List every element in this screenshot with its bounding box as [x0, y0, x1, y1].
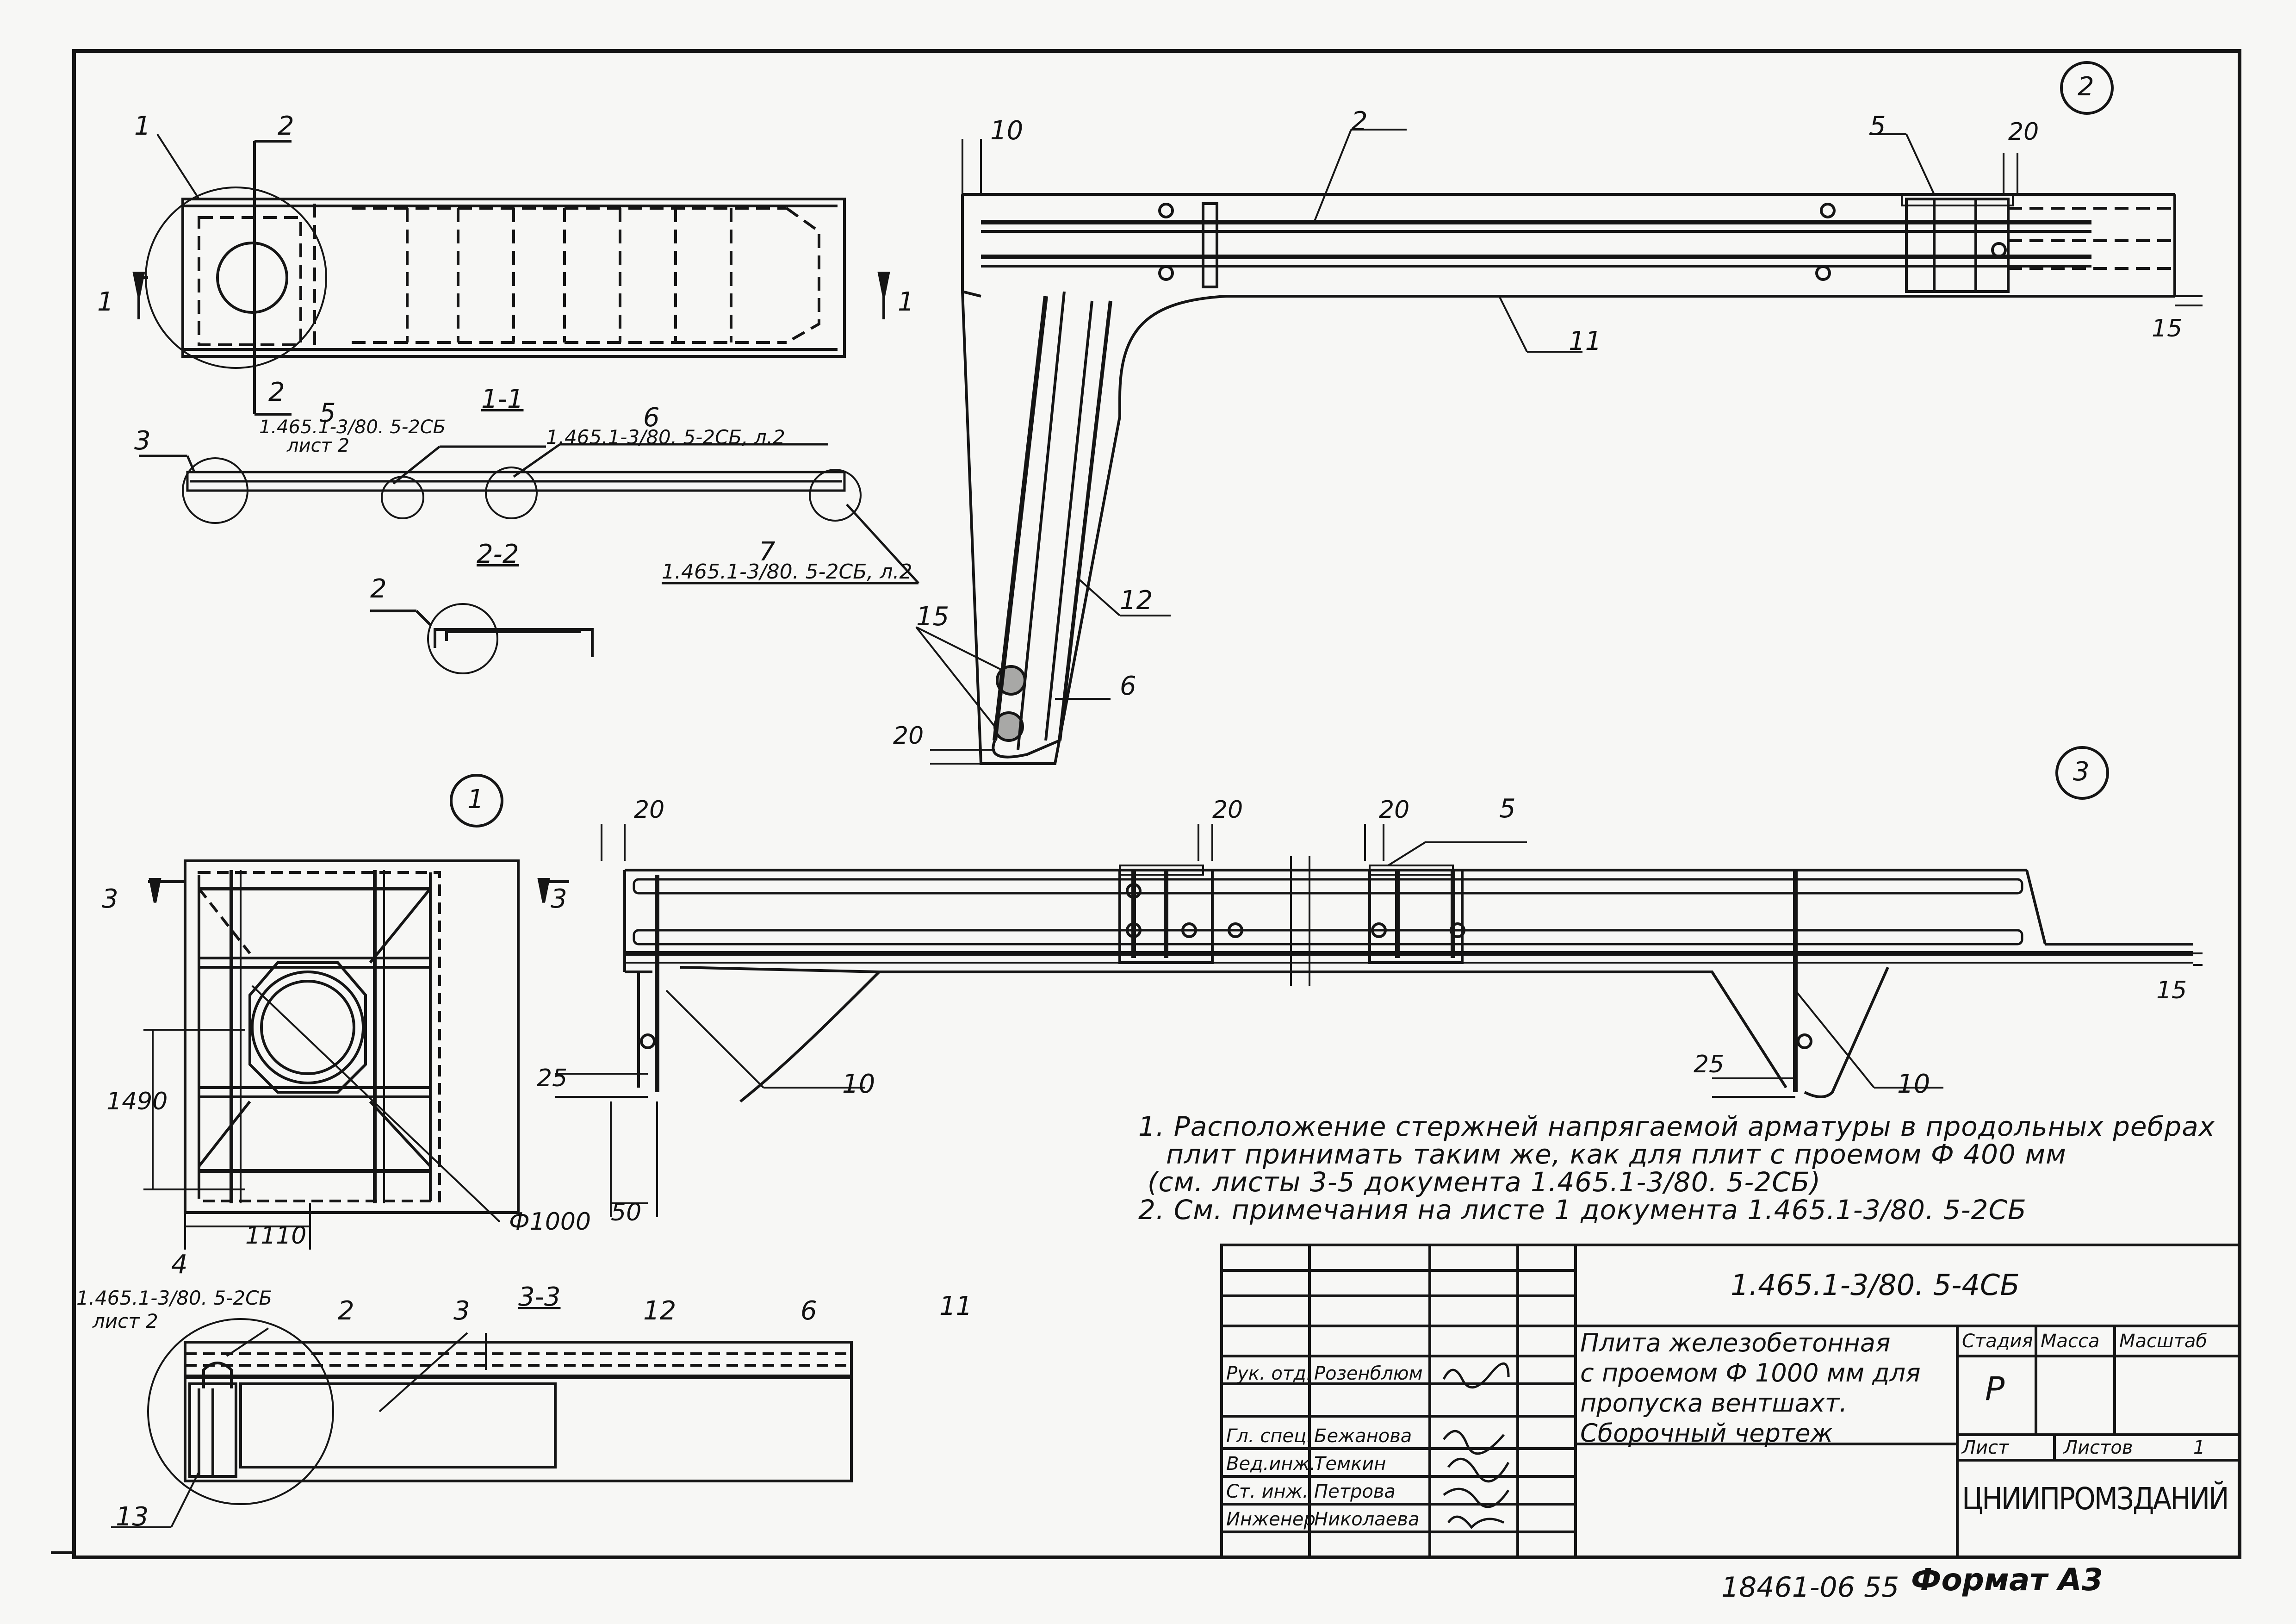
dim-50-label: 50 [611, 1199, 642, 1226]
node-3-number: 3 [2073, 757, 2090, 787]
position-2-label-node2: 2 [1351, 106, 1368, 137]
name-3: Темкин [1314, 1453, 1386, 1475]
position-2-label-22: 2 [370, 574, 387, 604]
stage-value: Р [1985, 1370, 2005, 1408]
scale-header: Масштаб [2119, 1331, 2208, 1352]
cut-3-left-label: 3 [102, 884, 118, 914]
name-1: Розенблюм [1314, 1363, 1423, 1384]
ref-4-sheet: лист 2 [93, 1310, 158, 1332]
position-15-label: 15 [916, 602, 949, 632]
role-4: Ст. инж. [1226, 1481, 1309, 1502]
ref-6-label: 1.465.1-3/80. 5-2СБ, л.2 [546, 426, 785, 448]
dim-15-node3: 15 [2156, 977, 2187, 1004]
dim-20-node3-left: 20 [634, 796, 665, 824]
sheet-frame [72, 49, 2241, 1559]
dim-20-node3-mid: 20 [1212, 796, 1243, 824]
position-10-label-right: 10 [1897, 1069, 1930, 1099]
dim-phi1000-label: Ф1000 [509, 1208, 591, 1236]
section-1-1-title: 1-1 [481, 384, 524, 414]
ref-5-label: 1.465.1-3/80. 5-2СБ [259, 417, 446, 438]
title-line-4: Сборочный чертеж [1580, 1419, 1833, 1448]
title-line-2: с проемом Ф 1000 мм для [1580, 1358, 1921, 1388]
ref-7-label: 1.465.1-3/80. 5-2СБ, л.2 [662, 560, 912, 584]
title-line-1: Плита железобетонная [1580, 1328, 1891, 1357]
organization-name: ЦНИИПРОМЗДАНИЙ [1962, 1481, 2229, 1517]
stage-header: Стадия [1962, 1331, 2033, 1352]
position-5-label: 5 [319, 398, 336, 428]
node-1-plan [143, 774, 569, 1250]
role-2: Гл. спец. [1226, 1425, 1312, 1447]
position-13-label: 13 [116, 1502, 149, 1532]
section-3-3-title: 3-3 [518, 1282, 561, 1312]
dim-20-node3-right: 20 [1379, 796, 1410, 824]
name-2: Бежанова [1314, 1425, 1412, 1447]
mass-header: Масса [2041, 1331, 2100, 1352]
node-3 [555, 746, 2203, 1217]
title-line-3: пропуска вентшахт. [1580, 1388, 1848, 1418]
node-1-circle [145, 187, 327, 369]
name-5: Николаева [1314, 1509, 1420, 1530]
note-1-line2: плит принимать таким же, как для плит с … [1166, 1139, 2066, 1170]
position-11-label-33: 11 [939, 1291, 973, 1321]
slab-plan [132, 133, 890, 416]
cut-2-label: 2 [278, 111, 294, 141]
role-5: Инженер [1226, 1509, 1316, 1530]
section-2-2 [370, 603, 594, 674]
sheets-label: Листов [2064, 1437, 2133, 1458]
node-2 [915, 61, 2203, 765]
note-1-line3: (см. листы 3-5 документа 1.465.1-3/80. 5… [1148, 1166, 1821, 1198]
note-2: 2. См. примечания на листе 1 документа 1… [1138, 1194, 2027, 1226]
dim-1490-label: 1490 [106, 1088, 168, 1115]
note-1-line1: 1. Расположение стержней напрягаемой арм… [1138, 1111, 2215, 1142]
position-1-label: 1 [134, 111, 151, 141]
position-3-label: 3 [134, 426, 151, 456]
sheets-value: 1 [2193, 1437, 2205, 1458]
signatures [1442, 1362, 1510, 1529]
node-1-number: 1 [467, 784, 484, 815]
dim-1110-label: 1110 [245, 1222, 307, 1250]
cut-2-bottom-label: 2 [268, 377, 285, 407]
position-6-label-node2: 6 [1120, 671, 1136, 701]
ref-5-sheet: лист 2 [287, 435, 350, 456]
ref-4-label: 1.465.1-3/80. 5-2СБ [76, 1287, 273, 1309]
section-1-1 [139, 443, 919, 585]
position-3-label-33: 3 [453, 1296, 470, 1326]
position-12-label-33: 12 [643, 1296, 676, 1326]
position-4-label: 4 [171, 1250, 188, 1280]
position-5-label-node2: 5 [1869, 111, 1886, 141]
document-code: 1.465.1-3/80. 5-4СБ [1731, 1268, 2020, 1302]
position-10-label-left: 10 [842, 1069, 875, 1099]
cut-3-right-label: 3 [551, 884, 567, 914]
dim-15-node2: 15 [2152, 315, 2183, 342]
node-2-number: 2 [2078, 72, 2094, 102]
section-3-3 [111, 1318, 853, 1528]
archive-number: 18461-06 55 [1721, 1571, 1899, 1604]
section-2-2-title: 2-2 [477, 539, 519, 569]
dim-25-node3-left: 25 [537, 1064, 568, 1092]
position-5-label-node3: 5 [1499, 794, 1516, 824]
dim-20-node2: 20 [2008, 118, 2039, 146]
position-7-label: 7 [759, 537, 776, 567]
dim-10-label: 10 [990, 116, 1024, 146]
position-11-label: 11 [1569, 326, 1602, 356]
dim-20-node2-bottom: 20 [893, 722, 924, 750]
name-4: Петрова [1314, 1481, 1396, 1502]
position-6-label-top: 6 [643, 403, 660, 433]
position-12-label: 12 [1120, 585, 1153, 616]
sheet-label: Лист [1962, 1437, 2009, 1458]
format-label: Формат А3 [1911, 1562, 2103, 1598]
position-2-label-33: 2 [338, 1296, 354, 1326]
cut-1-right-label: 1 [898, 287, 914, 317]
position-6-label-33: 6 [800, 1296, 817, 1326]
role-3: Вед.инж. [1226, 1453, 1316, 1475]
dim-25-node3-right: 25 [1694, 1051, 1725, 1078]
title-block-lines [1220, 1244, 2241, 1559]
role-1: Рук. отд. [1226, 1363, 1312, 1384]
cut-1-left-label: 1 [97, 287, 114, 317]
